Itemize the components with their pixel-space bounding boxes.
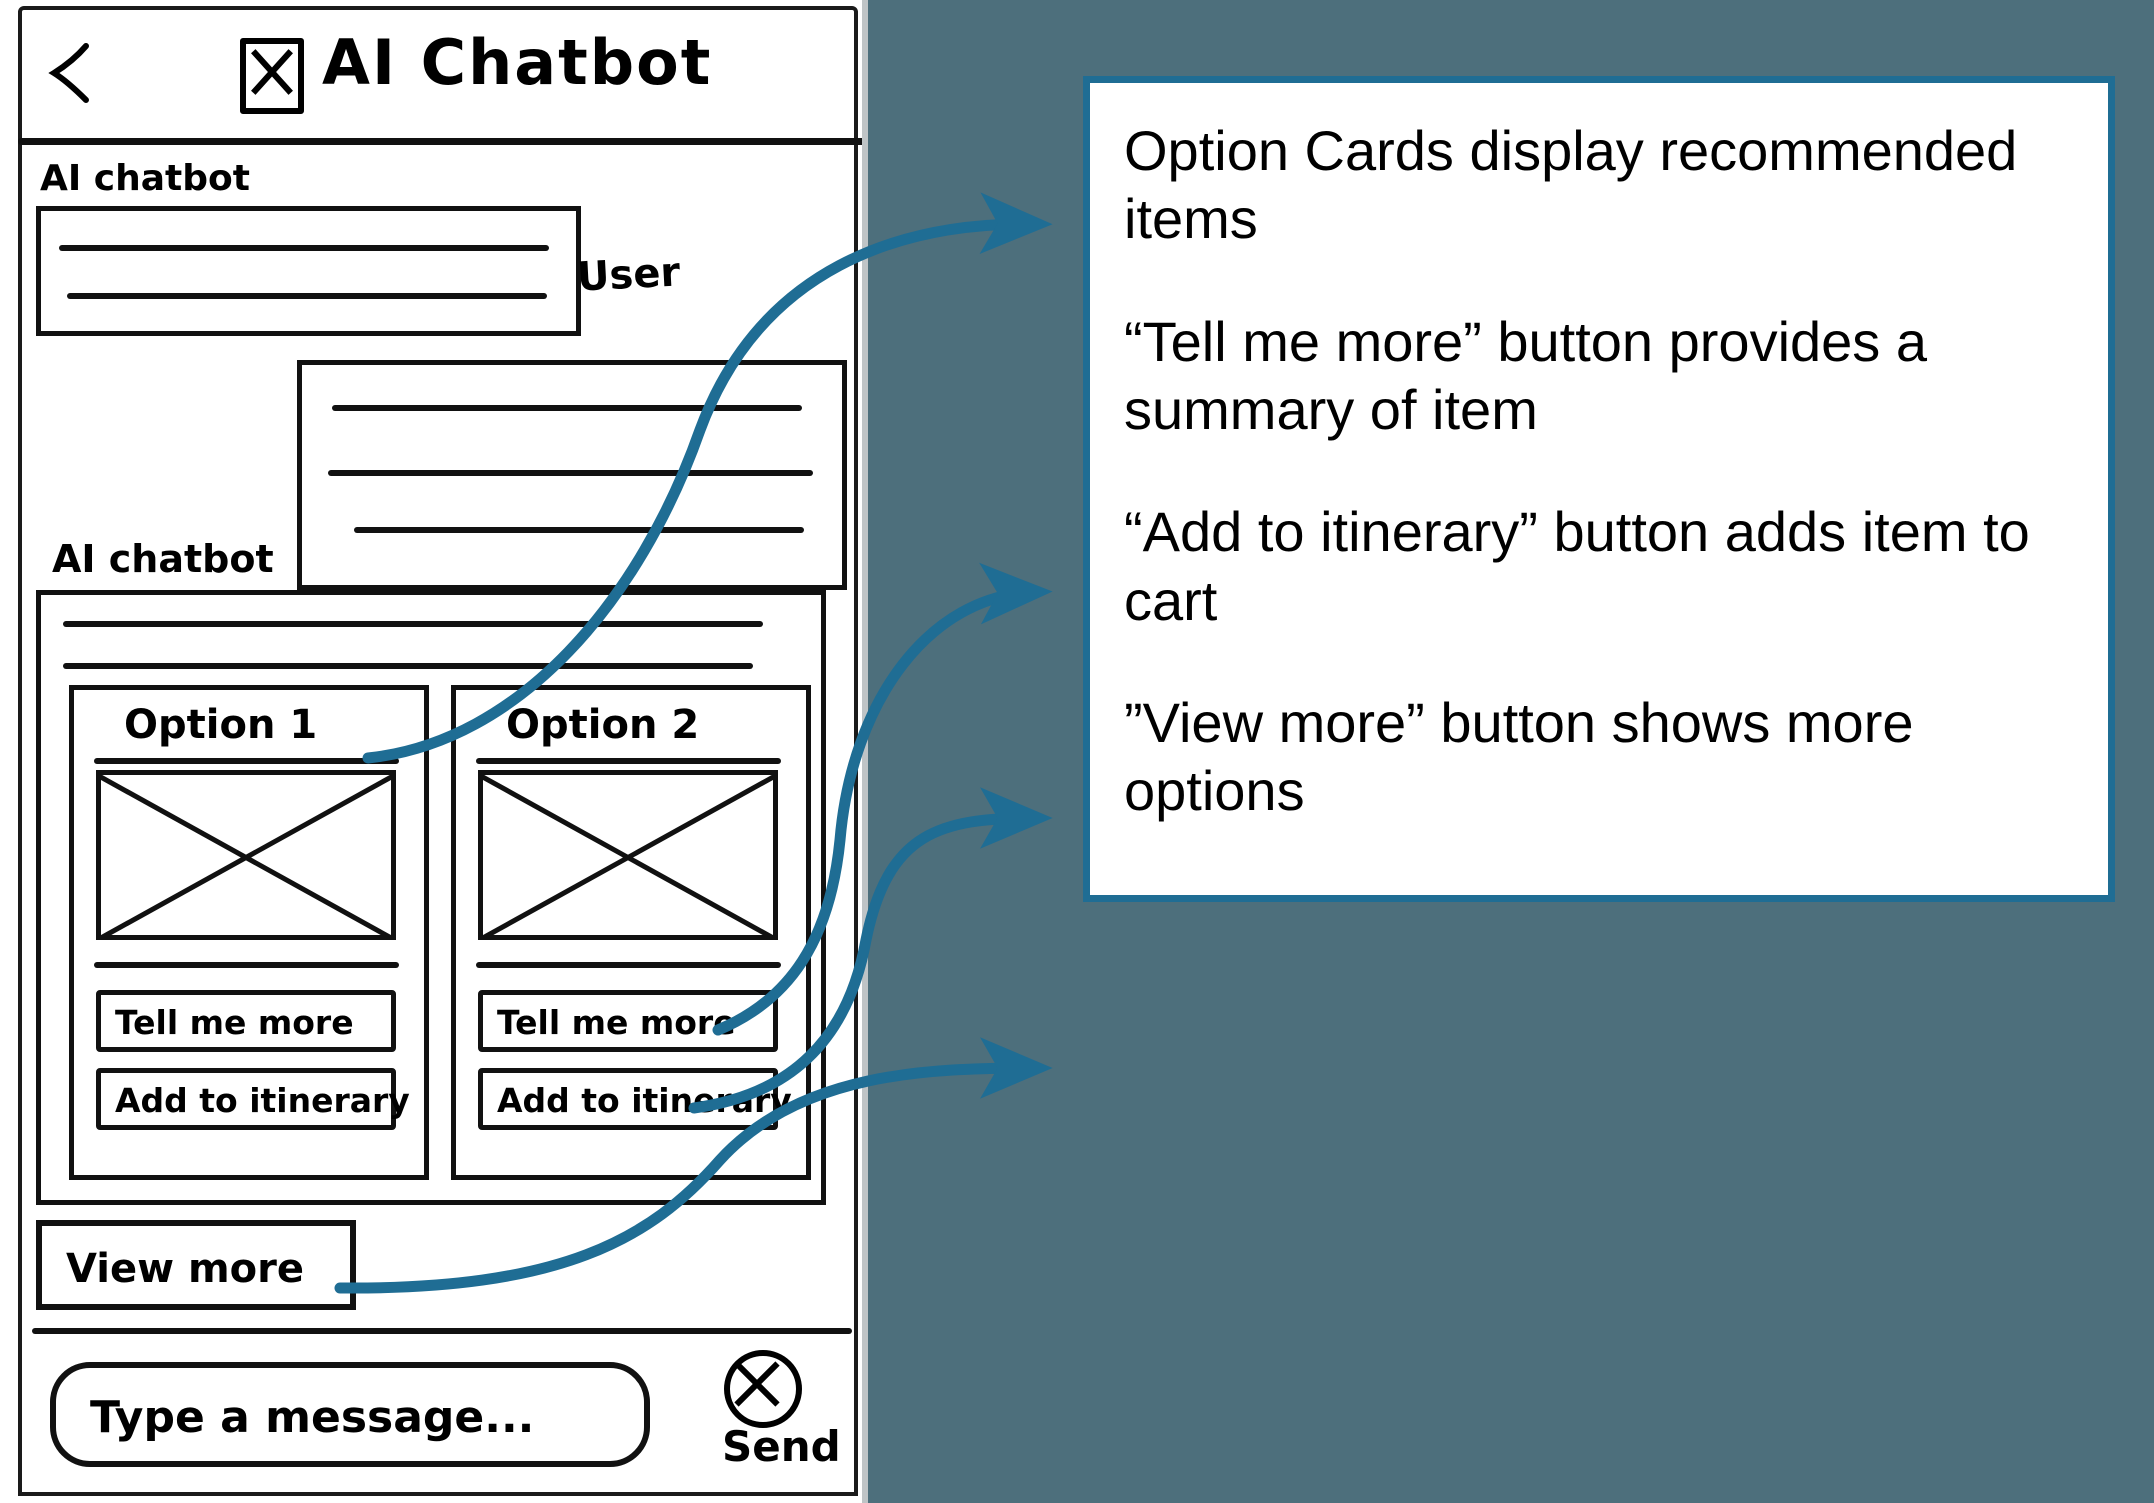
- annotation-paragraph-tell-me-more: “Tell me more” button provides a summary…: [1124, 309, 1928, 441]
- option-cards-container: Option 1 Tell me more Add to itinerary O…: [36, 590, 826, 1205]
- tell-me-more-button-label: Tell me more: [497, 1003, 736, 1042]
- app-bar: AI Chatbot: [22, 10, 854, 135]
- send-button-label: Send: [722, 1422, 841, 1471]
- annotation-paragraph-view-more: ”View more” button shows more options: [1124, 690, 1914, 823]
- option-image-placeholder-icon: [478, 770, 778, 940]
- add-to-itinerary-button[interactable]: Add to itinerary: [478, 1068, 792, 1130]
- message-role-label-bot-1: AI chatbot: [40, 158, 250, 199]
- tell-me-more-button[interactable]: Tell me more: [478, 990, 778, 1052]
- add-to-itinerary-button-label: Add to itinerary: [115, 1081, 410, 1120]
- option-image-placeholder-icon: [96, 770, 396, 940]
- message-input[interactable]: Type a message...: [50, 1362, 650, 1467]
- back-chevron-icon[interactable]: [48, 42, 94, 104]
- message-role-label-user: User: [575, 249, 682, 301]
- annotation-paragraph-add-to-itinerary: “Add to itinerary” button adds item to c…: [1124, 500, 2030, 632]
- option-card-title: Option 2: [506, 702, 700, 748]
- annotation-paragraph-option-cards: Option Cards display recommended items: [1124, 119, 2018, 251]
- wireframe-panel: AI Chatbot AI chatbot User AI chatbot Op…: [0, 0, 868, 1503]
- app-bar-divider: [18, 138, 862, 145]
- composer-divider: [32, 1328, 852, 1334]
- option-card-title: Option 1: [124, 702, 318, 748]
- annotation-callout: Option Cards display recommended items “…: [1083, 76, 2115, 902]
- message-role-label-bot-2: AI chatbot: [52, 537, 274, 581]
- phone-frame: AI Chatbot AI chatbot User AI chatbot Op…: [18, 6, 862, 1496]
- add-to-itinerary-button[interactable]: Add to itinerary: [96, 1068, 410, 1130]
- chatbot-avatar-icon: [240, 38, 304, 114]
- tell-me-more-button[interactable]: Tell me more: [96, 990, 396, 1052]
- send-icon[interactable]: [724, 1350, 802, 1428]
- option-card[interactable]: Option 1 Tell me more Add to itinerary: [69, 685, 429, 1180]
- bot-message-bubble-1: [36, 206, 581, 336]
- tell-me-more-button-label: Tell me more: [115, 1003, 354, 1042]
- add-to-itinerary-button-label: Add to itinerary: [497, 1081, 792, 1120]
- view-more-button-label: View more: [66, 1246, 304, 1292]
- message-input-placeholder: Type a message...: [90, 1392, 535, 1443]
- option-card[interactable]: Option 2 Tell me more Add to itinerary: [451, 685, 811, 1180]
- page-title: AI Chatbot: [322, 26, 713, 99]
- user-message-bubble: [297, 360, 847, 590]
- view-more-button[interactable]: View more: [36, 1220, 356, 1310]
